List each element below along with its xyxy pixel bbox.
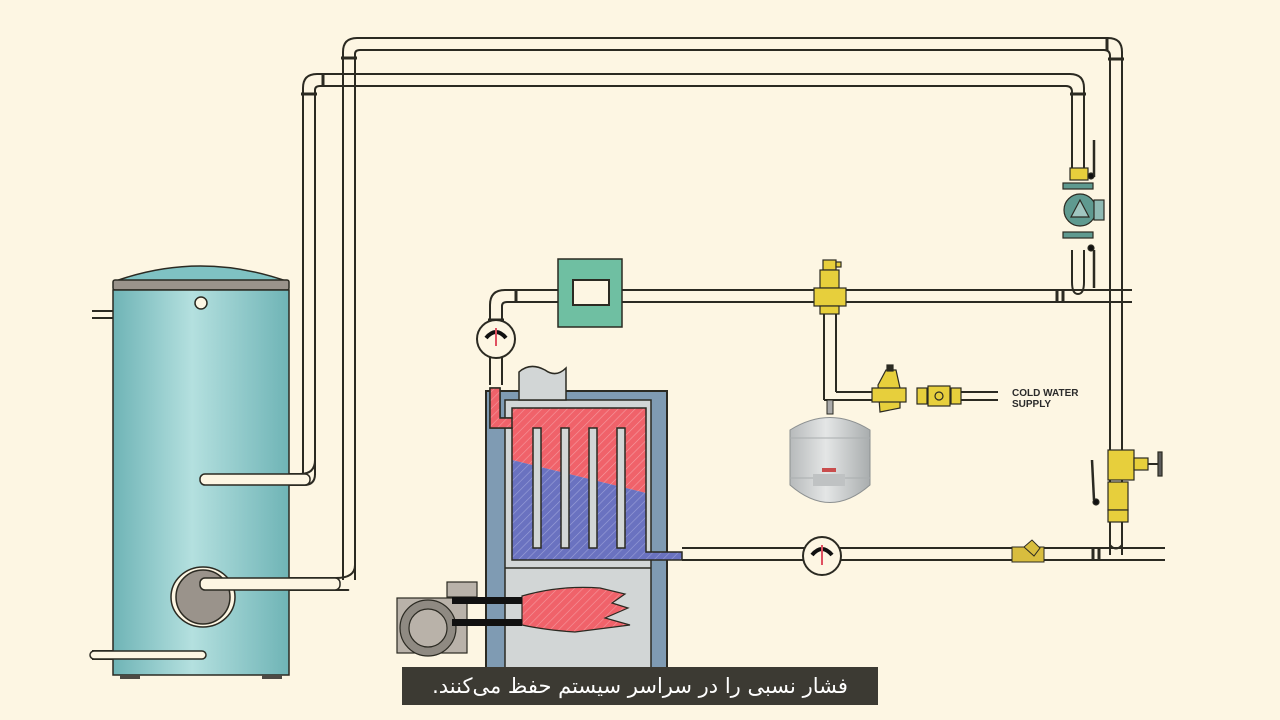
backflow-preventer <box>916 385 962 407</box>
pipe-outer-loop <box>341 37 1124 580</box>
indirect-water-heater <box>89 265 341 679</box>
zone-control <box>557 258 623 328</box>
flue-collar <box>518 365 567 401</box>
cold-water-supply-label-line2: SUPPLY <box>1012 399 1051 410</box>
boiler <box>485 365 683 677</box>
video-subtitle: فشار نسبی را در سراسر سیستم حفظ می‌کنند. <box>402 667 878 705</box>
pressure-reducing-valve <box>871 364 907 413</box>
heat-exchanger <box>489 387 683 561</box>
cold-water-supply-label-line1: COLD WATER <box>1012 388 1079 399</box>
supply-gauge <box>476 319 516 359</box>
return-gauge <box>802 536 842 576</box>
pipe-inner-loop <box>301 73 1086 475</box>
expansion-tank <box>789 399 871 503</box>
purge-valve <box>1090 449 1163 523</box>
y-strainer <box>1011 539 1045 563</box>
burner-flame <box>521 586 631 633</box>
air-vent <box>813 259 847 315</box>
circulator-pump <box>1062 140 1105 288</box>
burner <box>396 581 522 657</box>
